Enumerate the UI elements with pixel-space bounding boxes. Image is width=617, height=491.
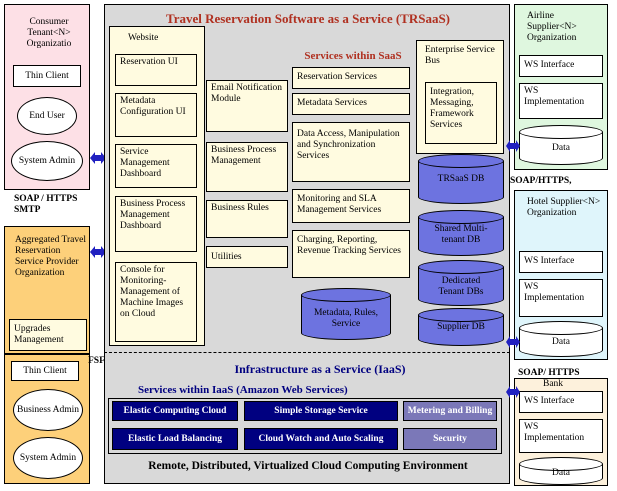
metadata-services-box: Metadata Services bbox=[292, 93, 410, 115]
monitoring-sla-box: Monitoring and SLA Management Services bbox=[292, 189, 410, 223]
trsaas-title: Travel Reservation Software as a Service… bbox=[165, 11, 451, 26]
trsaas-db: TRSaaS DB bbox=[418, 154, 504, 204]
service-mgmt-dashboard-box: Service Management Dashboard bbox=[115, 144, 197, 188]
aggregated-provider-title: Aggregated Travel Reservation Service Pr… bbox=[15, 235, 86, 278]
hotel-ws-interface: WS Interface bbox=[519, 251, 603, 273]
consumer-thin-client: Thin Client bbox=[13, 65, 81, 87]
integration-messaging-box: Integration, Messaging, Framework Servic… bbox=[425, 82, 497, 144]
airline-panel: Airline Supplier<N> Organization WS Inte… bbox=[514, 4, 608, 170]
iaas-footer: Remote, Distributed, Virtualized Cloud C… bbox=[148, 460, 468, 472]
cloudwatch-box: Cloud Watch and Auto Scaling bbox=[244, 428, 398, 450]
bank-data-cylinder: Data bbox=[519, 457, 603, 485]
hotel-title: Hotel Supplier<N> Organization bbox=[527, 197, 601, 218]
left-arrow-1 bbox=[90, 152, 106, 164]
esb-title: Enterprise Service Bus bbox=[425, 45, 495, 66]
dedicated-tenant-db-label: Dedicated Tenant DBs bbox=[438, 276, 484, 297]
airline-title: Airline Supplier<N> Organization bbox=[527, 11, 577, 43]
bank-title: Bank bbox=[543, 379, 564, 389]
bpm-dashboard-box: Business Process Management Dashboard bbox=[115, 196, 197, 252]
elastic-load-balancing-box: Elastic Load Balancing bbox=[112, 428, 238, 450]
right-arrow-3 bbox=[506, 386, 520, 398]
upgrades-management-box: Upgrades Management bbox=[9, 319, 87, 351]
dedicated-tenant-db: Dedicated Tenant DBs bbox=[418, 260, 504, 306]
bank-ws-impl: WS Implementation bbox=[519, 419, 603, 453]
elastic-computing-box: Elastic Computing Cloud bbox=[112, 401, 238, 421]
charging-reporting-box: Charging, Reporting, Revenue Tracking Se… bbox=[292, 230, 410, 278]
right-arrow-2 bbox=[506, 336, 520, 348]
airline-data-label: Data bbox=[552, 143, 570, 153]
utilities-box: Utilities bbox=[206, 246, 288, 268]
metadata-rules-db: Metadata, Rules, Service bbox=[301, 288, 391, 340]
reservation-ui-box: Reservation UI bbox=[115, 54, 197, 86]
services-saas-title: Services within SaaS bbox=[304, 50, 402, 62]
supplier-db: Supplier DB bbox=[418, 308, 504, 346]
consumer-tenant-panel: Consumer Tenant<N> Organizatio Thin Clie… bbox=[4, 4, 90, 190]
simple-storage-box: Simple Storage Service bbox=[244, 401, 398, 421]
metadata-rules-db-label: Metadata, Rules, Service bbox=[313, 308, 379, 329]
email-notification-box: Email Notification Module bbox=[206, 80, 288, 132]
left-arrow-2 bbox=[90, 246, 106, 258]
hotel-data-label: Data bbox=[552, 337, 570, 347]
bank-ws-interface: WS Interface bbox=[519, 391, 603, 413]
airline-ws-interface: WS Interface bbox=[519, 55, 603, 77]
fsftp-label: FSFTP bbox=[88, 356, 118, 366]
aggregated-system-admin-oval: System Admin bbox=[13, 437, 83, 479]
protocol-right-label-1: SOAP/HTTPS, bbox=[510, 176, 572, 186]
bank-data-label: Data bbox=[552, 468, 570, 478]
business-rules-box: Business Rules bbox=[206, 200, 288, 238]
airline-ws-impl: WS Implementation bbox=[519, 83, 603, 119]
hotel-ws-impl: WS Implementation bbox=[519, 279, 603, 317]
bank-panel: Bank WS Interface WS Implementation Data bbox=[514, 378, 608, 486]
console-monitoring-box: Console for Monitoring-Management of Mac… bbox=[115, 262, 197, 342]
business-process-mgmt-box: Business Process Management bbox=[206, 142, 288, 192]
shared-multitenant-db-label: Shared Multi-tenant DB bbox=[434, 224, 488, 245]
website-title: Website bbox=[128, 33, 159, 43]
trsaas-db-label: TRSaaS DB bbox=[437, 174, 485, 184]
hotel-data-cylinder: Data bbox=[519, 321, 603, 357]
saas-iaas-divider bbox=[104, 352, 510, 353]
consumer-system-admin-oval: System Admin bbox=[11, 141, 83, 181]
right-arrow-1 bbox=[506, 140, 520, 152]
aggregated-provider-panel: Aggregated Travel Reservation Service Pr… bbox=[4, 226, 90, 354]
airline-data-cylinder: Data bbox=[519, 125, 603, 165]
security-box: Security bbox=[403, 428, 497, 450]
iaas-title: Infrastructure as a Service (IaaS) bbox=[234, 362, 406, 376]
reservation-services-box: Reservation Services bbox=[292, 67, 410, 89]
supplier-db-label: Supplier DB bbox=[437, 322, 485, 332]
data-access-services-box: Data Access, Manipulation and Synchroniz… bbox=[292, 122, 410, 182]
protocol-right-label-2: SOAP/ HTTPS bbox=[518, 368, 580, 378]
end-user-oval: End User bbox=[17, 97, 77, 135]
iaas-subtitle: Services within IaaS (Amazon Web Service… bbox=[138, 384, 348, 396]
business-admin-oval: Business Admin bbox=[13, 389, 83, 431]
hotel-panel: Hotel Supplier<N> Organization WS Interf… bbox=[514, 190, 608, 360]
protocol-left-label: SOAP / HTTPS SMTP bbox=[14, 194, 78, 215]
metadata-config-ui-box: Metadata Configuration UI bbox=[115, 93, 197, 137]
aggregated-thin-client: Thin Client bbox=[11, 361, 79, 381]
aggregated-admin-panel: Thin Client Business Admin System Admin bbox=[4, 354, 90, 484]
consumer-tenant-title: Consumer Tenant<N> Organizatio bbox=[26, 17, 72, 49]
shared-multitenant-db: Shared Multi-tenant DB bbox=[418, 210, 504, 256]
metering-billing-box: Metering and Billing bbox=[403, 401, 497, 421]
